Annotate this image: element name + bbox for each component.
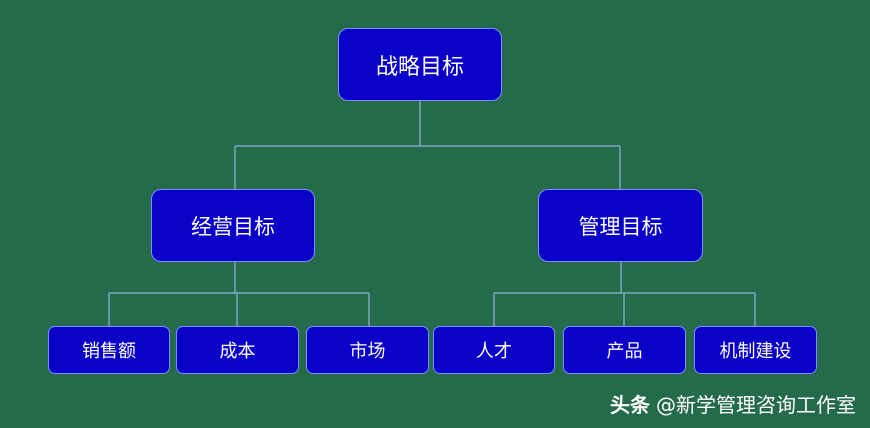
leaf-node-product: 产品 <box>563 326 686 374</box>
watermark-brand: 头条 <box>610 393 650 417</box>
root-node: 战略目标 <box>338 28 502 101</box>
leaf-node-sales: 销售额 <box>48 326 170 374</box>
leaf-node-talent: 人才 <box>433 326 555 374</box>
branch-node-management: 管理目标 <box>538 189 703 262</box>
leaf-node-market: 市场 <box>306 326 429 374</box>
watermark-account: @新学管理咨询工作室 <box>656 393 856 417</box>
branch-node-operations: 经营目标 <box>151 189 315 262</box>
watermark: 头条@新学管理咨询工作室 <box>610 389 856 418</box>
leaf-node-cost: 成本 <box>176 326 299 374</box>
leaf-node-mechanism: 机制建设 <box>694 326 817 374</box>
